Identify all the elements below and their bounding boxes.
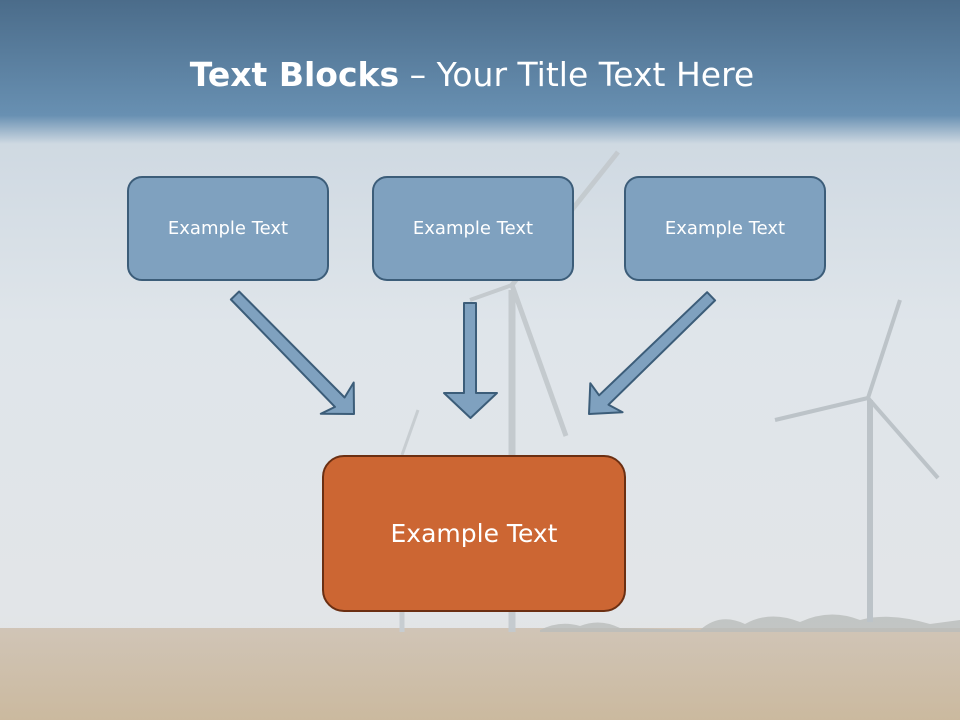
- field: [0, 628, 960, 720]
- text-block-3-label: Example Text: [664, 218, 786, 239]
- text-block-1-label: Example Text: [167, 218, 289, 239]
- target-block[interactable]: Example Text: [322, 455, 626, 612]
- arrow-down-right: [229, 290, 355, 415]
- title-bold: Text Blocks: [189, 55, 400, 94]
- treeline: [540, 614, 960, 632]
- wind-turbine-right: [774, 299, 940, 622]
- arrow-down-left: [588, 291, 717, 415]
- text-block-2-label: Example Text: [412, 218, 534, 239]
- arrow-down: [443, 302, 498, 419]
- text-block-3[interactable]: Example Text: [624, 176, 826, 281]
- title-rest: – Your Title Text Here: [399, 55, 755, 94]
- target-block-label: Example Text: [390, 519, 558, 548]
- slide-title: Text Blocks – Your Title Text Here: [0, 52, 944, 98]
- text-block-2[interactable]: Example Text: [372, 176, 574, 281]
- text-block-1[interactable]: Example Text: [127, 176, 329, 281]
